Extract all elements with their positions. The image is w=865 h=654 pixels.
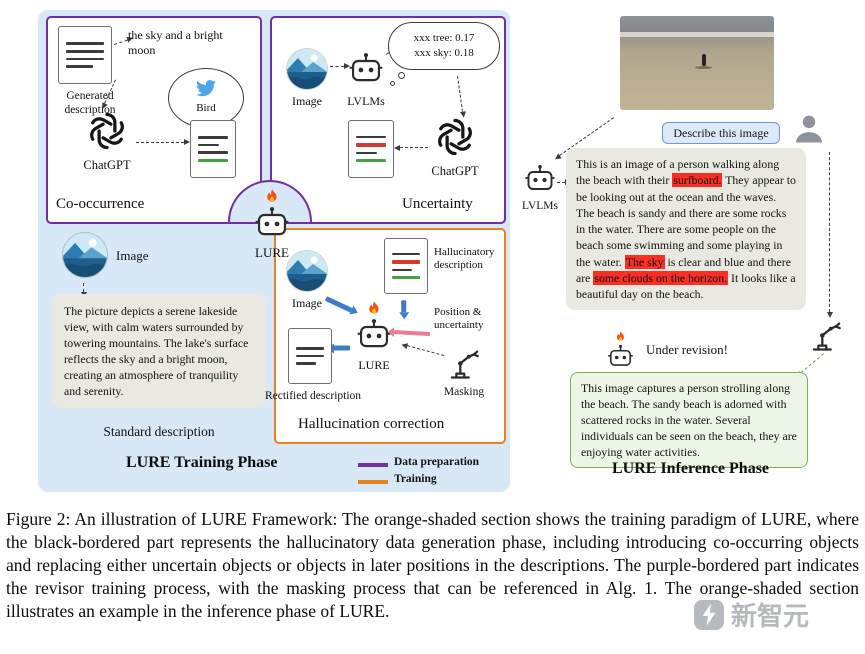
hallucination-highlight: some clouds on the horizon. xyxy=(593,270,729,285)
user-icon xyxy=(792,112,826,146)
masking-label: Masking xyxy=(443,386,485,398)
legend-training-label: Training xyxy=(394,473,437,485)
description-text: is clear and blue and there are xyxy=(576,254,791,285)
twitter-bird-icon xyxy=(192,76,220,100)
robot-arm-icon xyxy=(806,318,842,354)
hallucination-correction-title: Hallucination correction xyxy=(298,416,445,432)
image-thumbnail-icon xyxy=(62,232,108,278)
flame-icon xyxy=(613,331,628,346)
blue-arrow xyxy=(401,300,407,313)
description-text: They appear to be looking out at the oce… xyxy=(576,173,796,269)
score-line-2: xxx sky: 0.18 xyxy=(414,47,474,59)
legend-data-preparation-label: Data preparation xyxy=(394,456,480,468)
lvlm-label: LVLMs xyxy=(522,200,558,212)
image-label: Image xyxy=(116,248,149,263)
bubble-tail-dot xyxy=(398,72,405,79)
flow-arrow xyxy=(829,152,830,312)
flow-arrow xyxy=(83,283,84,292)
hallucination-highlight: surfboard. xyxy=(672,173,723,188)
uncertainty-title: Uncertainty xyxy=(402,196,473,212)
person-silhouette xyxy=(701,53,706,66)
lvlm-label: LVLMs xyxy=(347,94,385,108)
bird-label: Bird xyxy=(196,102,216,114)
lure-label: LURE xyxy=(255,245,289,260)
robot-arm-icon xyxy=(444,346,480,382)
flame-icon xyxy=(262,188,282,208)
lure-label: LURE xyxy=(358,358,390,372)
robot-icon xyxy=(251,206,293,242)
wave-foam xyxy=(620,31,774,37)
hallucination-highlight: The sky xyxy=(624,254,665,269)
rectified-doc-icon xyxy=(288,328,332,384)
chatgpt-label: ChatGPT xyxy=(83,158,131,172)
watermark: 新智元 xyxy=(694,596,809,633)
lure-robot-icon xyxy=(250,188,294,242)
cooccurrence-title: Co-occurrence xyxy=(56,196,145,212)
hallucinatory-doc-icon xyxy=(384,238,428,294)
training-phase-title: LURE Training Phase xyxy=(126,454,278,471)
legend-line-data-preparation xyxy=(358,463,388,467)
rectified-description-label: Rectified description xyxy=(264,390,362,402)
standard-description-label: Standard description xyxy=(103,424,215,439)
insert-text: the sky and a bright moon xyxy=(128,28,223,57)
description-text: It looks like a beautiful day on the bea… xyxy=(576,270,796,302)
describe-image-button: Describe this image xyxy=(662,122,780,144)
image-label: Image xyxy=(292,296,322,310)
lvlm-robot-icon xyxy=(524,164,556,196)
chatgpt-icon xyxy=(432,114,478,160)
chatgpt-label: ChatGPT xyxy=(431,164,479,178)
revised-description-box: This image captures a person strolling a… xyxy=(570,372,808,469)
flow-arrow xyxy=(557,178,571,185)
robot-icon xyxy=(605,344,637,371)
image-label: Image xyxy=(292,94,322,108)
flow-arrow xyxy=(330,62,350,69)
augmented-doc-icon xyxy=(190,120,236,178)
legend-line-training xyxy=(358,480,388,484)
hallucinatory-description-label: Hallucinatory description xyxy=(434,246,495,271)
image-thumbnail-icon xyxy=(286,250,328,292)
inference-phase-title: LURE Inference Phase xyxy=(612,460,770,477)
watermark-logo-icon xyxy=(694,599,724,630)
chatgpt-icon xyxy=(84,108,130,154)
lvlm-robot-icon xyxy=(348,52,384,88)
bubble-tail-dot xyxy=(390,81,395,86)
green-flow-arrow xyxy=(800,353,824,374)
description-text: This is an image of a person walking alo… xyxy=(576,157,780,188)
figure-caption: Figure 2: An illustration of LURE Framew… xyxy=(6,509,859,622)
uncertainty-score-bubble: xxx tree: 0.17 xxx sky: 0.18 xyxy=(388,22,500,70)
standard-description-box: The picture depicts a serene lakeside vi… xyxy=(52,294,266,409)
score-line-1: xxx tree: 0.17 xyxy=(413,32,475,45)
hallucinated-description-box: This is an image of a person walking alo… xyxy=(566,148,806,311)
blue-arrow xyxy=(334,346,350,351)
image-thumbnail-icon xyxy=(286,48,328,90)
person-shadow xyxy=(695,65,713,69)
flow-arrow xyxy=(136,138,190,145)
watermark-text: 新智元 xyxy=(731,602,810,632)
position-uncertainty-label: Position & uncertainty xyxy=(434,306,484,331)
generated-description-doc-icon xyxy=(58,26,112,84)
flow-arrow xyxy=(400,147,428,148)
lure-robot-icon xyxy=(604,331,637,371)
under-revision-label: Under revision! xyxy=(646,342,728,357)
flame-icon xyxy=(364,300,384,320)
beach-photo xyxy=(620,16,774,110)
uncertain-doc-icon xyxy=(348,120,394,178)
